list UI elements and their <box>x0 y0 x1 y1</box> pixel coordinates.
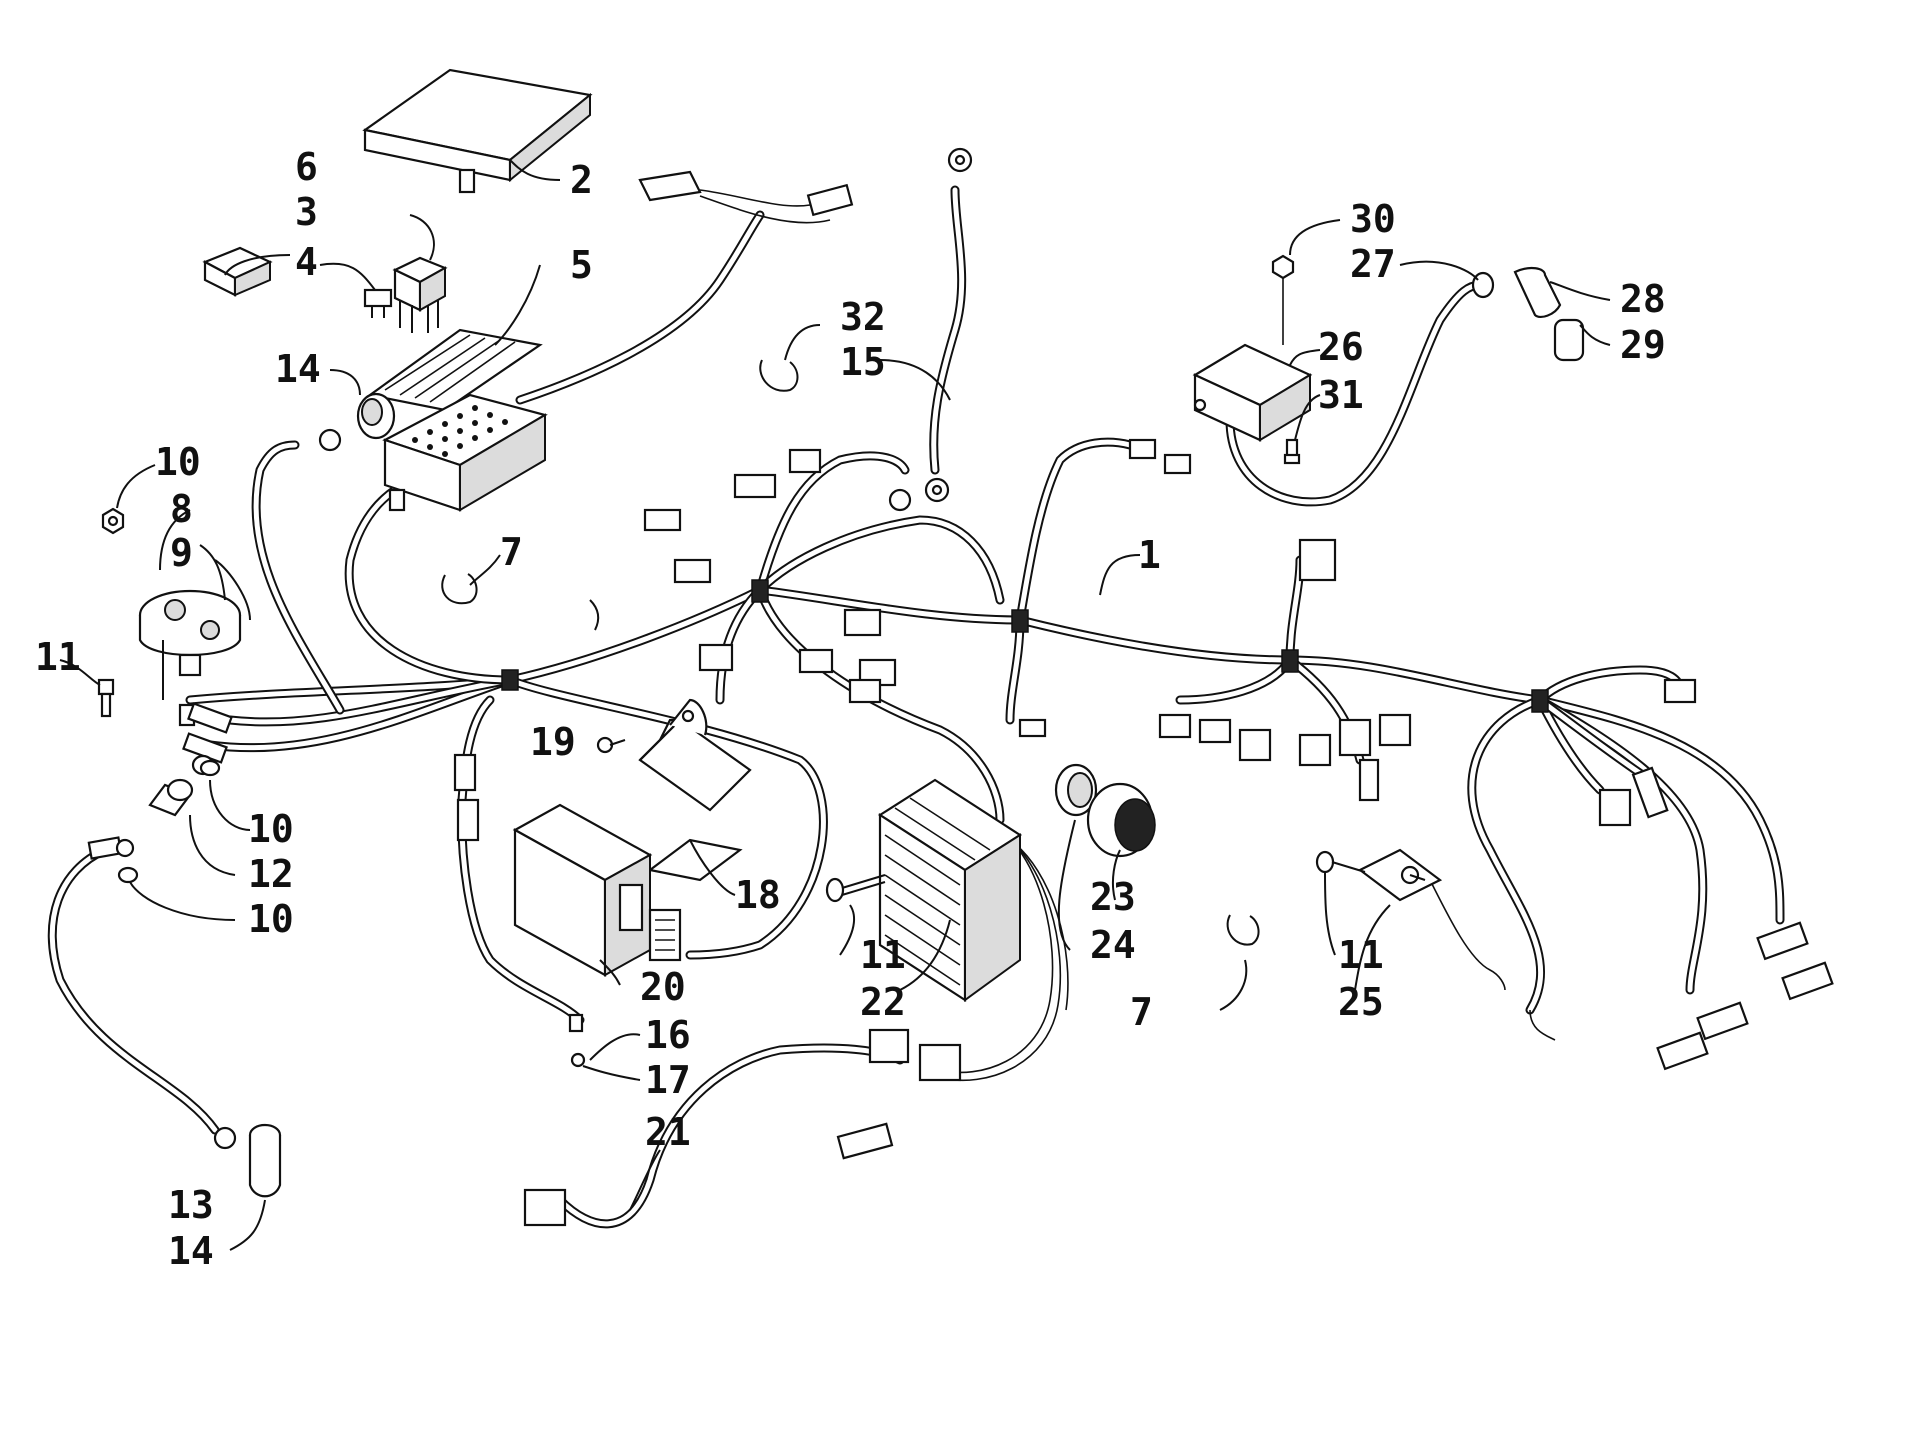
mounting-bracket <box>638 698 752 882</box>
callout-27: 27 <box>1350 242 1396 286</box>
callout-15: 15 <box>840 340 886 384</box>
nut <box>101 507 125 535</box>
callout-29: 29 <box>1620 323 1666 367</box>
callout-5: 5 <box>570 243 593 287</box>
fuse-block-label <box>367 328 543 412</box>
callout-14-top: 14 <box>275 347 321 391</box>
coil-nut <box>1271 254 1295 345</box>
terminal-boot <box>318 392 396 452</box>
callout-3: 3 <box>295 190 318 234</box>
center-connectors <box>643 438 1192 738</box>
callout-11-right: 11 <box>1338 933 1384 977</box>
callout-11-left: 11 <box>35 635 81 679</box>
callout-18: 18 <box>735 873 781 917</box>
callout-32: 32 <box>840 295 886 339</box>
cdi-module <box>512 803 682 977</box>
callout-12: 12 <box>248 852 294 896</box>
wire-clamp-7a <box>441 573 478 605</box>
wire-clamp-32 <box>759 359 799 392</box>
callout-28: 28 <box>1620 277 1666 321</box>
power-outlet <box>1086 782 1156 858</box>
callout-30: 30 <box>1350 197 1396 241</box>
battery-terminal-boot <box>248 1123 282 1198</box>
callout-labels: 1 2 3 4 5 6 7 7 8 9 10 10 10 11 11 11 12… <box>35 145 1666 1273</box>
ignition-coil <box>1192 343 1313 442</box>
callout-11-mid: 11 <box>860 933 906 977</box>
fuse-block <box>382 393 548 512</box>
positive-terminal-cap <box>148 702 233 817</box>
callout-19: 19 <box>530 720 576 764</box>
callout-22: 22 <box>860 980 906 1024</box>
battery-cable-ring <box>87 836 237 1150</box>
regulator-bolt <box>825 874 886 903</box>
power-outlet-boot <box>1054 763 1098 817</box>
callout-20: 20 <box>640 965 686 1009</box>
callout-7-right: 7 <box>1130 990 1153 1034</box>
callout-25: 25 <box>1338 980 1384 1024</box>
spark-plug-cap-parts <box>1471 266 1585 362</box>
blade-fuse <box>363 288 393 318</box>
callout-31: 31 <box>1318 373 1364 417</box>
fuse-box-cover <box>362 68 593 194</box>
main-wiring-harness <box>47 185 1785 1229</box>
speed-sensor-plate <box>1357 848 1443 902</box>
right-connectors <box>1158 538 1834 1071</box>
callout-2: 2 <box>570 158 593 202</box>
washer-lower <box>117 759 221 884</box>
callout-10-bot: 10 <box>248 897 294 941</box>
callout-1: 1 <box>1138 533 1161 577</box>
inline-connectors-16 <box>453 753 586 1068</box>
sensor-screw <box>1315 850 1366 874</box>
callout-23: 23 <box>1090 875 1136 919</box>
harness-fuse-connector <box>638 170 854 224</box>
callout-24: 24 <box>1090 923 1136 967</box>
callout-16: 16 <box>645 1013 691 1057</box>
callout-17: 17 <box>645 1058 691 1102</box>
callout-8: 8 <box>170 487 193 531</box>
coil-screw <box>1283 438 1301 465</box>
ground-cable-terminals <box>888 147 973 512</box>
screw <box>97 678 115 718</box>
callout-9: 9 <box>170 531 193 575</box>
callout-13: 13 <box>168 1183 214 1227</box>
callout-10-mid: 10 <box>248 807 294 851</box>
fuse-cover <box>202 246 273 297</box>
leader-lines <box>59 159 1611 1251</box>
starter-solenoid <box>138 589 242 700</box>
harness-21-connectors <box>523 1028 962 1227</box>
wire-clamp-7b <box>1226 914 1260 946</box>
callout-14-bot: 14 <box>168 1229 214 1273</box>
callout-7-left: 7 <box>500 530 523 574</box>
callout-10-top: 10 <box>155 440 201 484</box>
bracket-screw <box>596 736 626 754</box>
callout-21: 21 <box>645 1110 691 1154</box>
callout-4: 4 <box>295 240 318 284</box>
callout-26: 26 <box>1318 325 1364 369</box>
voltage-regulator <box>877 778 1023 1003</box>
relay <box>392 256 448 333</box>
callout-6: 6 <box>295 145 318 189</box>
